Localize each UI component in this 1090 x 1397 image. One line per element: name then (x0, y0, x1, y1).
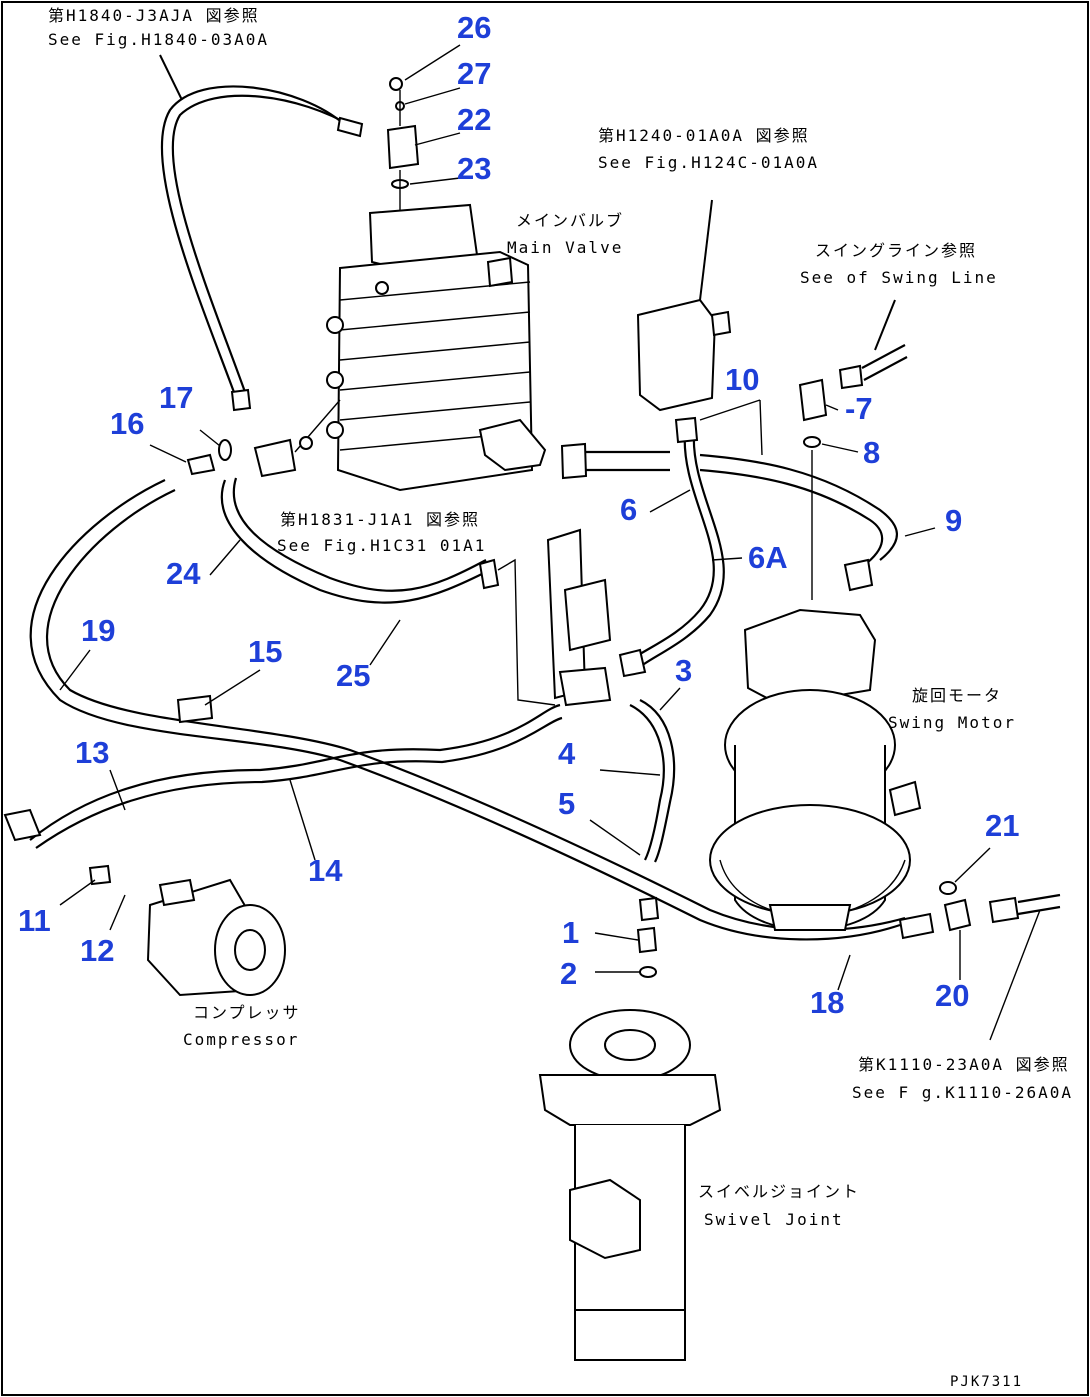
hose-24-25 (220, 479, 491, 604)
callout-16: 16 (110, 406, 145, 441)
callout-1: 1 (562, 915, 580, 950)
ref-h1840-en: See Fig.H1840-03A0A (48, 30, 270, 49)
callout-22: 22 (457, 102, 492, 137)
callout-7: -7 (845, 391, 873, 426)
swivel-joint-jp: スイベルジョイント (698, 1182, 861, 1201)
callout-14: 14 (308, 853, 343, 888)
main-valve-en: Main Valve (507, 238, 624, 257)
leader-lines (59, 44, 1041, 1041)
callout-21: 21 (985, 808, 1020, 843)
callout-18: 18 (810, 985, 845, 1020)
hose-upper (160, 85, 346, 396)
part-1 (636, 926, 658, 954)
callout-10: 10 (725, 362, 760, 397)
callout-11: 11 (18, 903, 51, 938)
part-26 (389, 77, 403, 91)
main-valve (326, 203, 547, 492)
callout-12: 12 (80, 933, 115, 968)
callout-6a: 6A (748, 540, 788, 575)
swivel-joint (538, 1009, 722, 1361)
hose-9 (699, 453, 898, 561)
ref-h1240-en: See Fig.H124C-01A0A (598, 153, 820, 172)
part-20 (943, 898, 972, 932)
callout-3: 3 (675, 653, 693, 688)
callout-26: 26 (457, 10, 492, 45)
compressor (146, 878, 286, 997)
swing-line-jp: スイングライン参照 (815, 241, 978, 260)
callout-25: 25 (336, 658, 371, 693)
callout-19: 19 (81, 613, 116, 648)
callout-5: 5 (558, 786, 576, 821)
part-11-end (3, 808, 42, 842)
ref-h1840-jp: 第H1840-J3AJA 図参照 (48, 6, 260, 25)
main-valve-jp: メインバルブ (516, 211, 625, 230)
swing-motor-en: Swing Motor (888, 713, 1016, 732)
ref-h1831-jp: 第H1831-J1A1 図参照 (280, 510, 480, 529)
part-10-block (636, 298, 717, 412)
hose-13-14 (29, 703, 561, 841)
callout-24: 24 (166, 556, 201, 591)
compressor-en: Compressor (183, 1030, 300, 1049)
hose-3-4 (629, 704, 665, 861)
callout-20: 20 (935, 978, 970, 1013)
callout-17: 17 (159, 380, 194, 415)
hose-19-18 (29, 479, 901, 941)
ref-h1240-jp: 第H1240-01A0A 図参照 (598, 126, 810, 145)
swing-motor (709, 608, 922, 931)
ref-k1110-en: See F g.K1110-26A0A (852, 1083, 1074, 1102)
part-22 (386, 124, 420, 170)
swing-motor-jp: 旋回モータ (912, 686, 1003, 705)
part-16 (186, 453, 216, 476)
callout-9: 9 (945, 503, 963, 538)
swivel-joint-en: Swivel Joint (704, 1210, 844, 1229)
part-17 (218, 439, 232, 461)
ref-h1831-en: See Fig.H1C31 01A1 (277, 536, 487, 555)
callout-13: 13 (75, 735, 110, 770)
callout-4: 4 (558, 736, 576, 771)
hose-6 (624, 431, 715, 666)
drawing-code: PJK7311 (950, 1374, 1024, 1390)
callout-6: 6 (620, 492, 638, 527)
part-21 (939, 881, 957, 895)
clamp-15 (176, 694, 214, 724)
swing-line-en: See of Swing Line (800, 268, 998, 287)
tee-fitting (253, 438, 297, 478)
callout-8: 8 (863, 435, 881, 470)
callout-23: 23 (457, 151, 492, 186)
compressor-jp: コンプレッサ (193, 1003, 301, 1022)
part-2 (639, 966, 657, 978)
part-8 (803, 436, 821, 448)
callout-27: 27 (457, 56, 492, 91)
ref-k1110-jp: 第K1110-23A0A 図参照 (858, 1055, 1070, 1074)
callout-15: 15 (248, 634, 283, 669)
callout-2: 2 (560, 956, 578, 991)
part-7 (798, 378, 828, 422)
